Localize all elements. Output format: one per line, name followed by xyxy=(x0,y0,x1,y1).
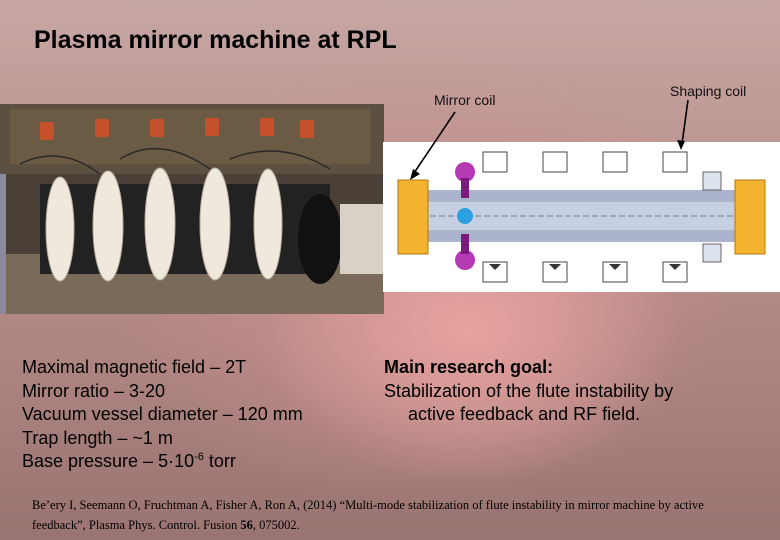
slide-title: Plasma mirror machine at RPL xyxy=(34,26,397,54)
mirror-coil-label: Mirror coil xyxy=(434,92,496,108)
base-pressure-unit: torr xyxy=(203,451,236,471)
goal-line-1: Stabilization of the flute instability b… xyxy=(384,380,674,401)
spec-trap-length: Trap length – ~1 m xyxy=(22,427,173,448)
base-pressure-mantissa: 10 xyxy=(174,451,195,471)
spec-vessel-diameter: Vacuum vessel diameter – 120 mm xyxy=(22,404,303,424)
spec-base-pressure: Base pressure – 5·10-6 torr xyxy=(22,450,303,474)
reference-title: “Multi-mode stabilization of flute insta… xyxy=(32,498,704,532)
base-pressure-exponent: -6 xyxy=(194,451,204,463)
machine-photo xyxy=(0,104,384,314)
base-pressure-dot: · xyxy=(168,451,175,471)
goal-line-2: active feedback and RF field. xyxy=(408,404,641,424)
reference-journal: , Plasma Phys. Control. Fusion xyxy=(82,518,241,532)
reference-authors: Be’ery I, Seemann O, Fruchtman A, Fisher… xyxy=(32,498,340,512)
spec-mirror-ratio: Mirror ratio – 3-20 xyxy=(22,380,166,401)
reference-pages: , 075002. xyxy=(252,518,300,532)
specs-list: Maximal magnetic field – 2T Mirror ratio… xyxy=(22,356,303,474)
mirror-machine-schematic xyxy=(383,142,780,292)
reference-citation: Be’ery I, Seemann O, Fruchtman A, Fisher… xyxy=(32,495,732,535)
reference-volume: 56 xyxy=(240,518,253,532)
base-pressure-prefix: Base pressure – 5 xyxy=(22,451,169,471)
goal-title: Main research goal: xyxy=(384,357,554,377)
shaping-coil-label: Shaping coil xyxy=(670,83,747,99)
spec-magnetic-field: Maximal magnetic field – 2T xyxy=(22,357,247,377)
research-goal: Main research goal: Stabilization of the… xyxy=(384,356,673,427)
